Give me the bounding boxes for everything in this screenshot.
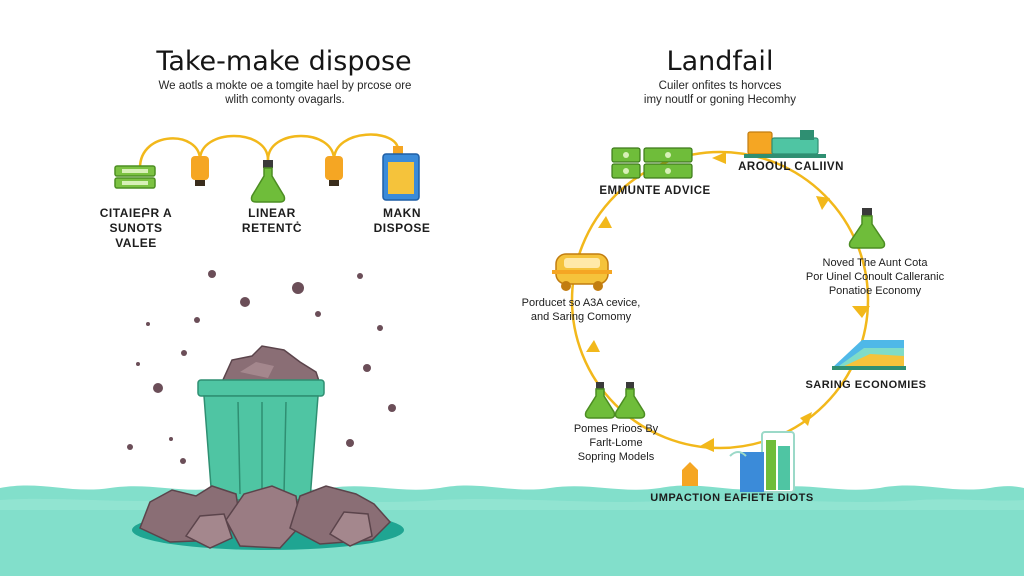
cycle-label-line: Ponatioe Economy — [828, 285, 922, 297]
flask-icon — [848, 208, 886, 249]
cycle-ring — [570, 150, 870, 450]
connector-chain — [138, 133, 400, 169]
debris — [127, 270, 396, 464]
delivery-truck-icon — [744, 130, 826, 158]
right-subtitle: Cuiler onfites ts horvces imy noutlf or … — [610, 79, 830, 107]
cycle-label-caliivn: AROOUL CALIIVN — [726, 160, 856, 175]
cash-stack-icon — [114, 165, 156, 189]
left-subtitle-line-1: We aotls a mokte oe a tomgite hael by pr… — [158, 80, 412, 92]
cycle-label-line: and Saring Comomy — [530, 311, 632, 323]
cycle-label-aunt-cota: Noved The Aunt Cota Por Uinel Conoult Ca… — [790, 256, 960, 298]
left-title: Take-make dispose — [156, 46, 412, 77]
left-subtitle: We aotls a mokte oe a tomgite hael by pr… — [130, 79, 440, 107]
left-subtitle-line-2: wlith comonty ovagarls. — [225, 94, 345, 106]
cash-stack-icon — [611, 147, 693, 179]
right-subtitle-line-2: imy noutlf or goning Hecomhy — [643, 94, 797, 106]
step-label-value: CITAIEԲR A SUNOTS VALEE — [86, 206, 186, 251]
step-label-line: CITAIEԲR A — [99, 206, 173, 220]
step-label-line: RETENTĊ — [241, 221, 303, 235]
cycle-label-line: Farlt-Lome — [589, 437, 643, 449]
cycle-arrows — [586, 152, 870, 452]
cycle-label-line: AROOUL CALIIVN — [738, 161, 844, 173]
cycle-label-line: Pomes Prioos By — [573, 423, 659, 435]
step-label-line: VALEE — [115, 236, 157, 250]
step-label-line: LINEAR — [248, 206, 296, 220]
step-label-line: DISPOSE — [373, 221, 431, 235]
step-label-line: MAKN — [383, 206, 421, 220]
step-label-linear: LINEAR RETENTĊ — [222, 206, 322, 236]
cycle-label-advice: EMMUNTE ADVICE — [580, 184, 730, 199]
cycle-label-line: Por Uinel Conoult Calleranic — [805, 271, 945, 283]
right-subtitle-line-1: Cuiler onfites ts horvces — [658, 80, 782, 92]
cycle-label-line: Porducet so A3A cevice, — [521, 297, 641, 309]
cycle-label-umpaction: UMPACTION EAFIETE DIOTS — [646, 491, 818, 506]
bulb-icon — [191, 156, 209, 186]
cycle-label-line: Noved The Aunt Cota — [822, 257, 928, 269]
cycle-label-line: UMPACTION EAFIETE DIOTS — [650, 492, 814, 504]
cycle-label-line: Sopring Models — [577, 451, 655, 463]
cycle-label-line: SARING ECONOMIES — [805, 379, 927, 391]
layered-sheets-icon — [832, 340, 906, 370]
rubble-top — [220, 345, 322, 385]
step-label-dispose: MAKN DISPOSE — [352, 206, 452, 236]
trash-bin-icon — [197, 379, 325, 501]
flask-icon — [250, 160, 286, 203]
flask-pair-icon — [584, 382, 646, 419]
rubble-base — [139, 485, 392, 549]
recycle-bin-icon — [682, 431, 795, 493]
cycle-label-porducet: Porducet so A3A cevice, and Saring Comom… — [506, 296, 656, 324]
car-icon — [552, 253, 612, 291]
cycle-label-saring: SARING ECONOMIES — [796, 378, 936, 393]
battery-icon — [382, 146, 420, 201]
cycle-label-sopring: Pomes Prioos By Farlt-Lome Sopring Model… — [546, 422, 686, 464]
right-title: Landfail — [666, 46, 774, 77]
bulb-icon — [325, 156, 343, 186]
cycle-label-line: EMMUNTE ADVICE — [599, 185, 711, 197]
step-label-line: SUNOTS — [109, 221, 163, 235]
